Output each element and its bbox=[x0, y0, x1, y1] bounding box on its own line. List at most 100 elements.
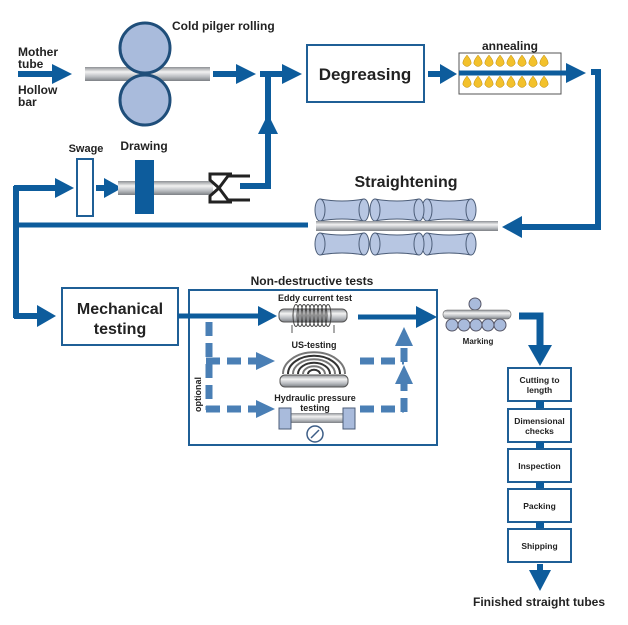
coil-turn-icon bbox=[308, 304, 316, 327]
shipping-to-output-arrow bbox=[529, 564, 551, 591]
final-step-label: length bbox=[527, 385, 553, 395]
straightening-roller-icon bbox=[421, 198, 477, 222]
flame-icon bbox=[473, 54, 483, 67]
final-steps-column: Cutting tolengthDimensionalchecksInspect… bbox=[507, 367, 572, 563]
connector-line bbox=[536, 482, 544, 489]
straightening-roller-icon bbox=[421, 232, 477, 256]
mechanical-testing-step: Mechanical testing bbox=[61, 287, 179, 346]
svg-text:Degreasing: Degreasing bbox=[319, 65, 412, 84]
marking-roller-icon bbox=[457, 318, 471, 332]
swage-icon bbox=[76, 158, 94, 217]
final-step-label: Packing bbox=[523, 501, 556, 511]
marking-roller-icon bbox=[469, 318, 483, 332]
degreasing-step: Degreasing bbox=[306, 44, 425, 103]
drawing-bench-icon bbox=[118, 160, 250, 214]
coil-turn-icon bbox=[324, 304, 332, 327]
degreasing-to-annealing-arrow bbox=[428, 64, 457, 84]
swage-to-drawing-arrow bbox=[96, 178, 122, 198]
flame-icon bbox=[506, 54, 516, 67]
eddy-current-coil-icon bbox=[278, 304, 348, 333]
flame-icon bbox=[495, 54, 505, 67]
swage-label: Swage bbox=[69, 143, 104, 155]
us-testing-label: US-testing bbox=[292, 340, 337, 350]
coil-turn-icon bbox=[300, 304, 308, 327]
flame-icon bbox=[517, 75, 527, 88]
annealing-to-straightening-line bbox=[502, 69, 601, 238]
ndt-group-box bbox=[188, 289, 438, 446]
final-step-label: checks bbox=[525, 426, 554, 436]
annealing-label: annealing bbox=[482, 39, 538, 53]
us-testing-icon bbox=[279, 351, 349, 388]
ultrasound-wave-icon bbox=[282, 351, 346, 375]
left-return-line bbox=[13, 178, 74, 327]
flame-icon bbox=[528, 54, 538, 67]
coil-turn-icon bbox=[296, 304, 304, 327]
optional-label: optional bbox=[193, 377, 203, 412]
final-step-label: Shipping bbox=[521, 541, 557, 551]
final-step-label: Inspection bbox=[518, 461, 561, 471]
coil-turn-icon bbox=[316, 304, 324, 327]
eddy-to-marking-arrow bbox=[358, 306, 437, 328]
marking-to-cutting-arrow bbox=[519, 312, 552, 366]
pilger-to-degreasing-arrow bbox=[213, 64, 302, 120]
connector-line bbox=[536, 401, 544, 409]
flame-icon bbox=[495, 75, 505, 88]
flame-icon bbox=[539, 54, 549, 67]
ultrasound-wave-icon bbox=[292, 358, 336, 375]
drawing-to-degreasing-arrow bbox=[240, 114, 278, 189]
svg-text:testing: testing bbox=[94, 321, 146, 338]
marking-label: Marking bbox=[463, 337, 494, 346]
svg-text:tube: tube bbox=[18, 57, 44, 71]
connector-line bbox=[536, 522, 544, 529]
cold-pilger-mill-icon bbox=[85, 21, 210, 127]
mechanical-to-eddy-arrow bbox=[178, 306, 277, 326]
flame-icon bbox=[484, 54, 494, 67]
svg-text:Mechanical: Mechanical bbox=[77, 301, 163, 318]
ndt-title: Non-destructive tests bbox=[251, 274, 374, 288]
flame-icon bbox=[506, 75, 516, 88]
ultrasound-wave-icon bbox=[307, 368, 321, 375]
final-step-3: Packing bbox=[507, 488, 572, 523]
flame-icon bbox=[539, 75, 549, 88]
svg-text:Mother: Mother bbox=[18, 45, 58, 59]
finished-tubes-label: Finished straight tubes bbox=[473, 595, 605, 609]
final-step-4: Shipping bbox=[507, 528, 572, 563]
hydraulic-testing-label: Hydraulic pressure bbox=[274, 393, 356, 403]
marking-roller-icon bbox=[481, 318, 495, 332]
marking-roller-icon bbox=[493, 318, 507, 332]
svg-text:bar: bar bbox=[18, 95, 37, 109]
ultrasound-wave-icon bbox=[287, 354, 341, 375]
coil-turn-icon bbox=[312, 304, 320, 327]
straightening-roller-icon bbox=[369, 232, 425, 256]
flame-icon bbox=[473, 75, 483, 88]
flame-icon bbox=[484, 75, 494, 88]
flame-icon bbox=[462, 75, 472, 88]
eddy-current-label: Eddy current test bbox=[278, 293, 352, 303]
connector-line bbox=[536, 442, 544, 449]
hydraulic-pressure-icon bbox=[278, 407, 356, 443]
hydraulic-testing-label-2: testing bbox=[300, 403, 330, 413]
annealing-furnace-icon bbox=[458, 52, 586, 95]
optional-dashed-branches bbox=[205, 322, 413, 418]
final-step-label: Dimensional bbox=[514, 416, 565, 426]
cold-pilger-label: Cold pilger rolling bbox=[172, 19, 275, 33]
ultrasound-wave-icon bbox=[297, 361, 331, 375]
marking-roller-icon bbox=[445, 318, 459, 332]
marking-icon bbox=[442, 297, 512, 332]
coil-turn-icon bbox=[304, 304, 312, 327]
straightening-rollers-icon bbox=[314, 198, 498, 256]
straightening-roller-icon bbox=[314, 232, 370, 256]
input-mother-tube-label: Mother tube bbox=[18, 45, 58, 71]
flame-icon bbox=[517, 54, 527, 67]
straightening-label: Straightening bbox=[354, 174, 457, 191]
final-step-2: Inspection bbox=[507, 448, 572, 483]
drawing-label: Drawing bbox=[120, 139, 167, 153]
coil-turn-icon bbox=[292, 304, 300, 327]
flame-icon bbox=[528, 75, 538, 88]
svg-text:Hollow: Hollow bbox=[18, 83, 58, 97]
flame-icon bbox=[462, 54, 472, 67]
coil-turn-icon bbox=[320, 304, 328, 327]
